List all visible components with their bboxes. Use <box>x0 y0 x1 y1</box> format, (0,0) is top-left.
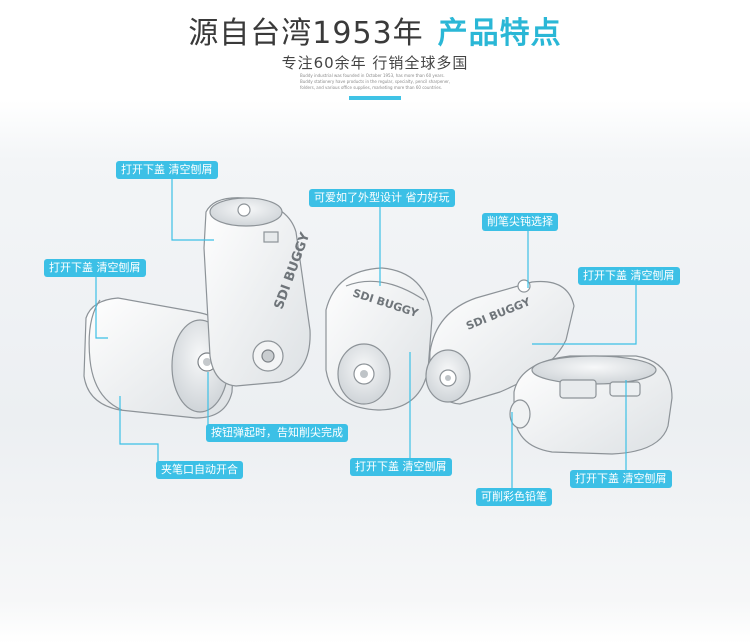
title-accent-bar <box>349 96 401 100</box>
callout-open-lid-2: 打开下盖 清空刨屑 <box>44 259 146 277</box>
callout-open-lid-3: 打开下盖 清空刨屑 <box>578 267 680 285</box>
sharpener-tall: SDI BUGGY <box>203 197 313 387</box>
sharpener-open <box>509 355 673 455</box>
company-intro-text: Buddy industrial was founded in October … <box>300 73 470 91</box>
callout-button-pop: 按钮弹起时，告知削尖完成 <box>206 424 348 442</box>
callout-clamp-auto: 夹笔口自动开合 <box>156 461 243 479</box>
page-subtitle: 专注60余年 行销全球多国 <box>281 54 469 72</box>
sharpener-lying: SDI BUGGY <box>425 279 575 405</box>
title-accent: 产品特点 <box>437 16 562 51</box>
callout-color-pencil: 可削彩色铅笔 <box>476 488 552 506</box>
callout-cute-design: 可爱如了外型设计 省力好玩 <box>309 189 455 207</box>
callout-open-lid-1: 打开下盖 清空刨屑 <box>116 161 218 179</box>
page-title: 源自台湾1953年产品特点 <box>0 8 750 52</box>
title-main: 源自台湾1953年 <box>188 16 424 51</box>
callout-tip-select: 削笔尖钝选择 <box>482 213 558 231</box>
callout-open-lid-5: 打开下盖 清空刨屑 <box>570 470 672 488</box>
intro-line-1: Buddy industrial was founded in October … <box>300 73 445 78</box>
intro-line-3: folders, and various office supplies, ma… <box>300 85 443 90</box>
intro-line-2: Buddy stationery have products in the re… <box>300 79 451 84</box>
callout-open-lid-4: 打开下盖 清空刨屑 <box>350 458 452 476</box>
sharpener-center: SDI BUGGY <box>325 267 433 411</box>
